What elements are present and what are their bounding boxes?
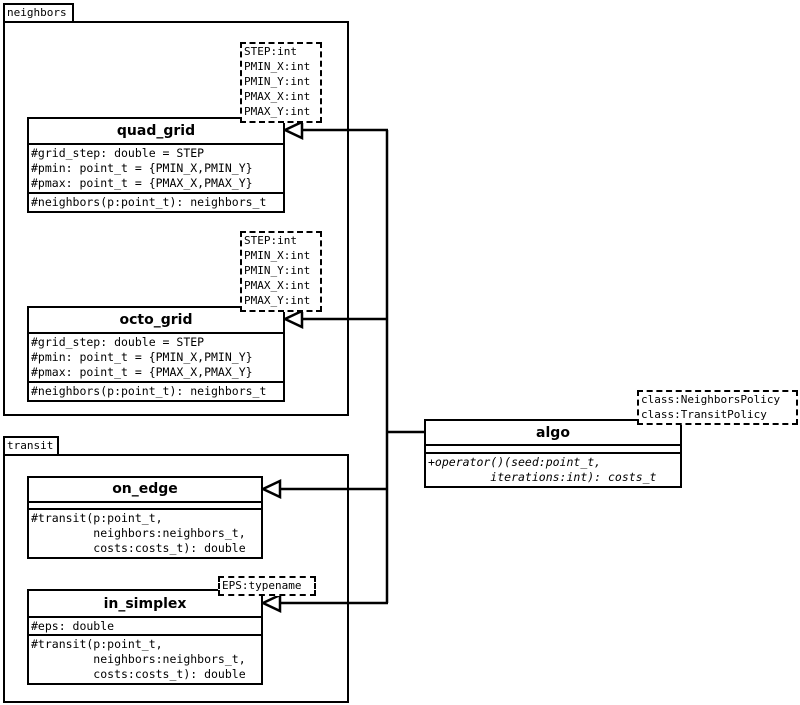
class-attributes xyxy=(29,503,261,510)
class-in-simplex[interactable]: in_simplex #eps: double #transit(p:point… xyxy=(27,589,263,685)
class-quad-grid[interactable]: quad_grid #grid_step: double = STEP #pmi… xyxy=(27,117,285,213)
arrowhead-in-simplex xyxy=(260,593,282,613)
template-params-octo-grid: STEP:int PMIN_X:int PMIN_Y:int PMAX_X:in… xyxy=(240,231,322,312)
arrowhead-on-edge xyxy=(260,479,282,499)
class-on-edge[interactable]: on_edge #transit(p:point_t, neighbors:ne… xyxy=(27,476,263,559)
template-params-in-simplex: EPS:typename xyxy=(218,576,316,596)
class-name: algo xyxy=(426,421,680,447)
class-name: on_edge xyxy=(29,478,261,503)
arrowhead-octo-grid xyxy=(282,309,304,329)
class-operations: #transit(p:point_t, neighbors:neighbors_… xyxy=(31,637,246,681)
class-attributes xyxy=(426,446,680,454)
class-operations: #neighbors(p:point_t): neighbors_t xyxy=(31,195,267,209)
class-name: quad_grid xyxy=(29,119,283,145)
class-attributes: #grid_step: double = STEP #pmin: point_t… xyxy=(29,145,283,194)
template-params-algo: class:NeighborsPolicy class:TransitPolic… xyxy=(637,390,798,425)
class-operations: #transit(p:point_t, neighbors:neighbors_… xyxy=(31,511,246,555)
class-operations: +operator()(seed:point_t, iterations:int… xyxy=(428,455,657,484)
class-name: in_simplex xyxy=(29,591,261,618)
class-algo[interactable]: algo +operator()(seed:point_t, iteration… xyxy=(424,419,682,488)
class-attributes: #grid_step: double = STEP #pmin: point_t… xyxy=(29,334,283,383)
class-operations: #neighbors(p:point_t): neighbors_t xyxy=(31,384,267,398)
arrowhead-quad-grid xyxy=(282,120,304,140)
class-attributes: #eps: double xyxy=(29,618,261,636)
template-params-quad-grid: STEP:int PMIN_X:int PMIN_Y:int PMAX_X:in… xyxy=(240,42,322,123)
package-tab-transit: transit xyxy=(3,436,59,456)
class-octo-grid[interactable]: octo_grid #grid_step: double = STEP #pmi… xyxy=(27,306,285,402)
class-name: octo_grid xyxy=(29,308,283,334)
